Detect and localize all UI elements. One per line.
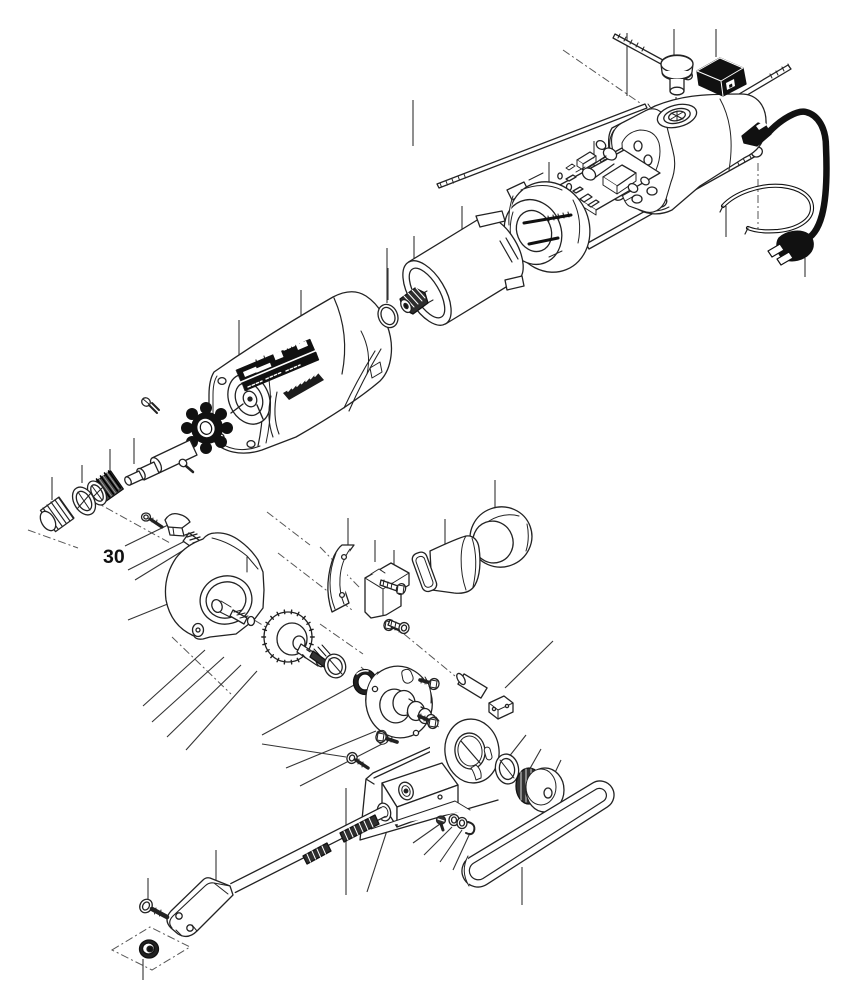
svg-text:30: 30 xyxy=(103,546,125,568)
